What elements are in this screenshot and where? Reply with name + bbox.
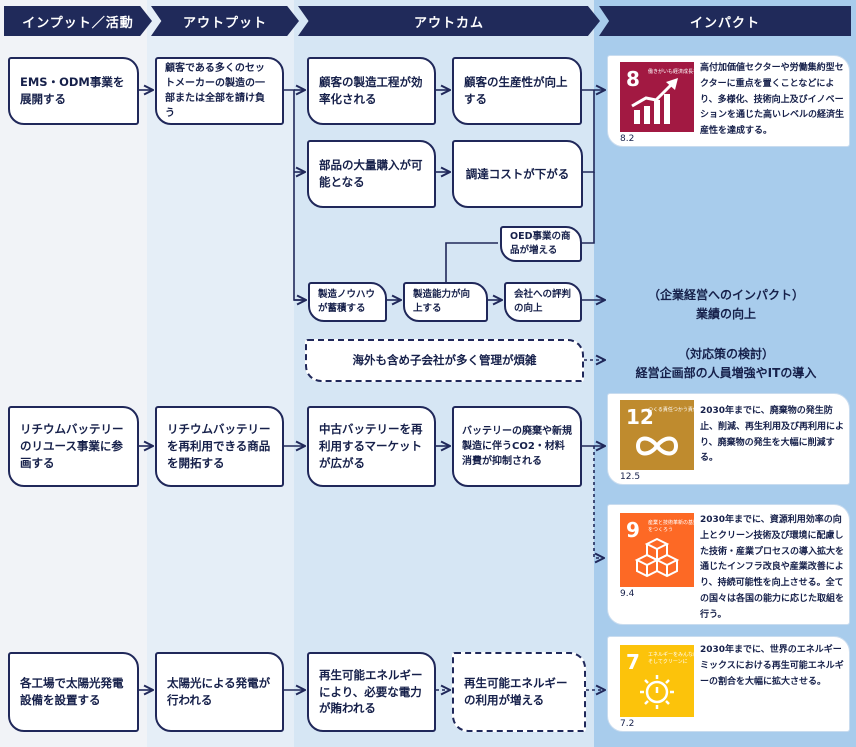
- infinity-loop-icon: [635, 436, 679, 456]
- sdg-8-text: 高付加価値セクターや労働集約型セクターに重点を置くことなどにより、多様化、技術向…: [700, 63, 845, 136]
- solar-output-box: 太陽光による発電が行われる: [155, 652, 284, 732]
- ems-outcome-cost-down: 調達コストが下がる: [452, 140, 583, 208]
- sdg-9-number: 9: [626, 518, 640, 542]
- sun-power-icon: [640, 675, 674, 709]
- impact-management-title: （企業経営へのインパクト）: [647, 288, 804, 302]
- header-outcome: アウトカム: [298, 6, 600, 36]
- ems-outcome-oed-products: OED事業の商品が増える: [500, 226, 582, 262]
- sdg-12-number: 12: [626, 405, 654, 429]
- solar-outcome-electricity: 再生可能エネルギーにより、必要な電力が賄われる: [307, 652, 436, 732]
- sdg-7-text: 2030年までに、世界のエネルギーミックスにおける再生可能エネルギーの割合を大幅…: [700, 645, 844, 687]
- sdg-12-tile: 12 つくる責任つかう責任: [620, 400, 698, 470]
- impact-countermeasure-title: （対応策の検討）: [677, 347, 774, 361]
- sdg-9-text: 2030年までに、資源利用効率の向上とクリーン技術及び環境に配慮した技術・産業プ…: [700, 515, 845, 620]
- battery-activity-box: リチウムバッテリーのリユース事業に参画する: [8, 406, 139, 487]
- impact-management-body: 業績の向上: [695, 306, 756, 321]
- battery-outcome-co2: バッテリーの廃棄や新規製造に伴うCO2・材料消費が抑制される: [452, 406, 582, 487]
- ems-outcome-know-how: 製造ノウハウが蓄積する: [308, 282, 387, 322]
- solar-outcome-renewables: 再生可能エネルギーの利用が増える: [452, 652, 586, 732]
- impact-management: （企業経営へのインパクト） 業績の向上: [596, 286, 856, 323]
- ems-outcome-management-complexity: 海外も含め子会社が多く管理が煩雑: [305, 339, 584, 382]
- sdg-7-title: エネルギーをみんなにそしてクリーンに: [648, 652, 699, 665]
- growth-chart-icon: [631, 78, 678, 124]
- sdg-7-number: 7: [626, 650, 640, 674]
- impact-countermeasure-body: 経営企画部の人員増強やITの導入: [635, 365, 817, 380]
- ems-activity-box: EMS・ODM事業を展開する: [8, 57, 139, 125]
- ems-outcome-reputation: 会社への評判の向上: [504, 282, 582, 322]
- sdg-8-title: 働きがいも経済成長も: [648, 69, 699, 75]
- sdg-card-8: 8 働きがいも経済成長も 8.2 高付加価値セクターや労働集約型セクターに重点を…: [607, 55, 850, 147]
- header-output: アウトプット: [151, 6, 299, 36]
- sdg-7-target: 7.2: [620, 719, 635, 729]
- sdg-9-tile: 9 産業と技術革新の基盤をつくろう: [620, 513, 698, 587]
- sdg-card-9: 9 産業と技術革新の基盤をつくろう 9.4 2030年までに、資源利用効率の向上…: [607, 504, 850, 625]
- solar-activity-box: 各工場で太陽光発電設備を設置する: [8, 652, 139, 732]
- sdg-8-number: 8: [626, 67, 640, 91]
- cubes-icon: [634, 537, 680, 578]
- ems-outcome-productivity: 顧客の生産性が向上する: [452, 57, 582, 125]
- trunk-ems-output: [284, 89, 305, 301]
- sdg-12-title: つくる責任つかう責任: [648, 407, 698, 413]
- sdg-12-target: 12.5: [620, 472, 641, 482]
- sdg-8-target: 8.2: [620, 134, 635, 144]
- sdg-8-tile: 8 働きがいも経済成長も: [620, 62, 698, 132]
- ems-outcome-bulk-purchase: 部品の大量購入が可能となる: [307, 140, 436, 208]
- header-input: インプット／活動: [4, 6, 152, 36]
- battery-outcome-market: 中古バッテリーを再利用するマーケットが広がる: [307, 406, 436, 487]
- battery-output-box: リチウムバッテリーを再利用できる商品を開拓する: [155, 406, 284, 487]
- sdg-7-tile: 7 エネルギーをみんなにそしてクリーンに: [620, 645, 698, 717]
- ems-outcome-efficiency: 顧客の製造工程が効率化される: [307, 57, 436, 125]
- sdg-9-target: 9.4: [620, 589, 635, 599]
- impact-countermeasure: （対応策の検討） 経営企画部の人員増強やITの導入: [596, 345, 856, 382]
- header-impact: インパクト: [599, 6, 851, 36]
- sdg-12-text: 2030年までに、廃棄物の発生防止、削減、再生利用及び再利用により、廃棄物の発生…: [700, 406, 845, 464]
- ems-output-box: 顧客である多くのセットメーカーの製造の一部または全部を請け負う: [155, 57, 284, 125]
- sdg-card-7: 7 エネルギーをみんなにそしてクリーンに 7.2 2030年までに、世界のエネル…: [607, 636, 850, 732]
- ems-outcome-capability: 製造能力が向上する: [403, 282, 488, 322]
- sdg-9-title: 産業と技術革新の基盤をつくろう: [648, 520, 699, 533]
- sdg-card-12: 12 つくる責任つかう責任 12.5 2030年までに、廃棄物の発生防止、削減、…: [607, 393, 850, 485]
